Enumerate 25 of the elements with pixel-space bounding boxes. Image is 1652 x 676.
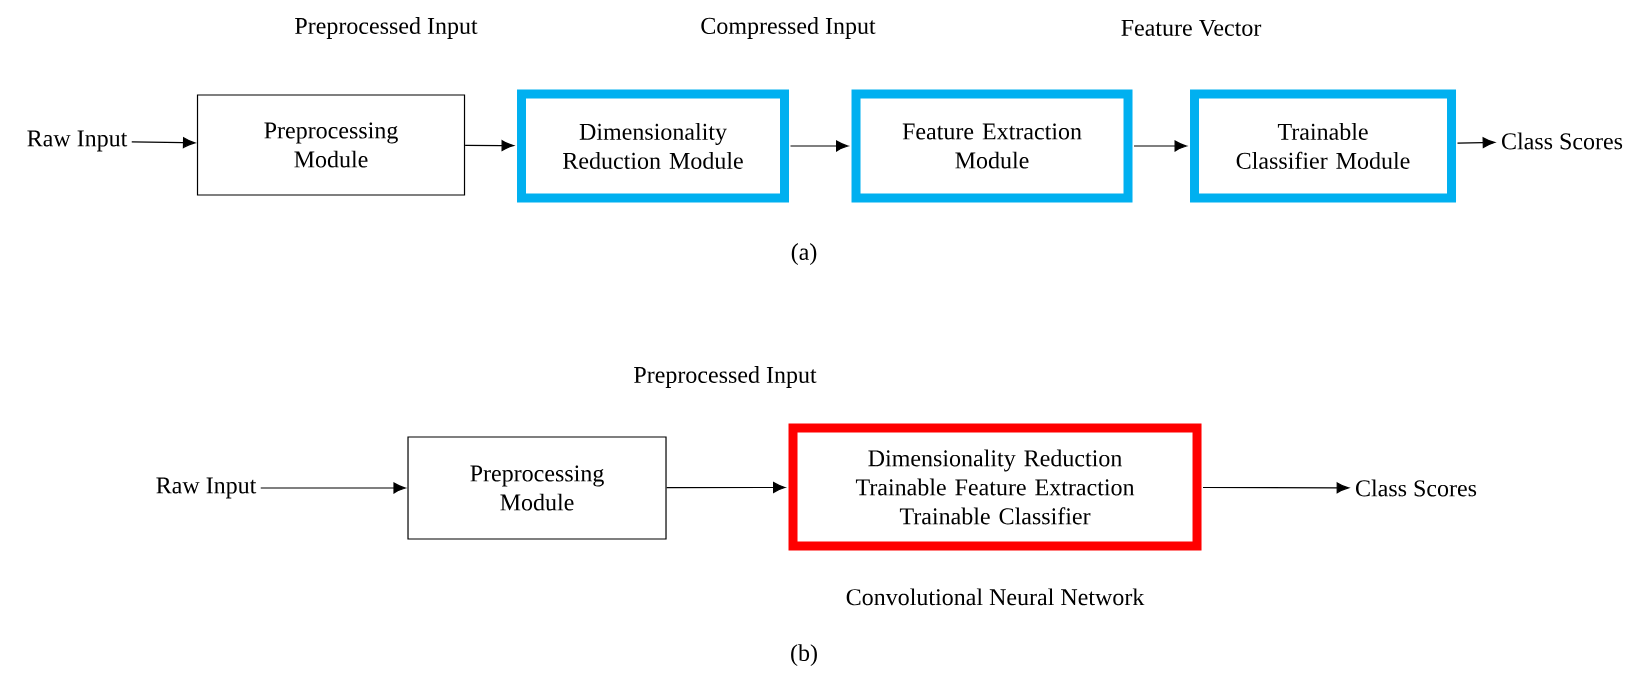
module-box: Preprocessing Module	[196, 94, 466, 196]
module-box: Preprocessing Module	[407, 436, 667, 540]
arrow	[131, 137, 196, 149]
module-box: Dimensionality Reduction Trainable Feature Extraction Trainable Classifier	[788, 423, 1202, 551]
network-caption: Convolutional Neural Network	[846, 588, 1145, 606]
signal-label: Preprocessed Input	[634, 366, 817, 388]
arrow	[666, 482, 786, 493]
signal-label: Compressed Input	[701, 17, 876, 39]
arrow	[260, 482, 406, 494]
arrow	[1133, 140, 1187, 152]
signal-label: Feature Vector	[1121, 19, 1262, 37]
io-label: Class Scores	[1502, 132, 1623, 150]
io-label: Raw Input	[156, 477, 257, 499]
arrow	[1202, 482, 1350, 494]
module-box: Dimensionality Reduction Module	[517, 89, 789, 203]
arrow	[789, 140, 849, 152]
module-box: Trainable Classifier Module	[1190, 89, 1456, 203]
arrow	[464, 140, 514, 151]
arrow	[1456, 137, 1496, 149]
signal-label: Preprocessed Input	[295, 17, 478, 39]
io-label: Class Scores	[1356, 479, 1477, 497]
panel-caption: (b)	[791, 644, 817, 666]
io-label: Raw Input	[27, 130, 128, 152]
panel-caption: (a)	[791, 243, 817, 265]
module-box: Feature Extraction Module	[851, 89, 1133, 203]
